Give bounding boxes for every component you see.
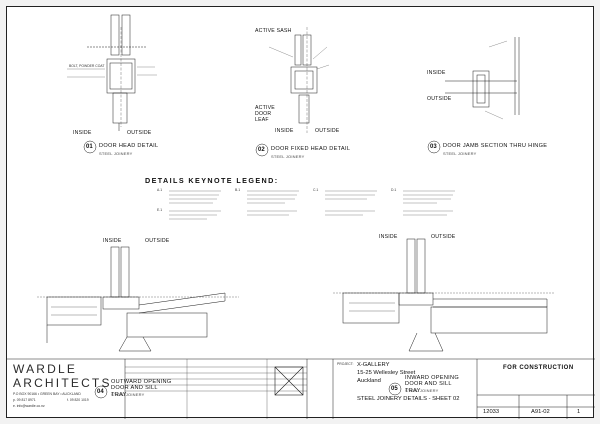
- detail-01-note: BOLT, POWDER COAT: [69, 64, 105, 68]
- legend-text-lines: [169, 190, 455, 220]
- practice-fax: f. 09 820 1019: [67, 398, 89, 402]
- practice-phone: p. 09 817 8971: [13, 398, 36, 402]
- practice-name-line1: WARDLE: [13, 362, 78, 376]
- detail-02-active-leaf-label: ACTIVE DOOR LEAF: [255, 105, 275, 123]
- detail-01-outside-label: OUTSIDE: [127, 130, 152, 136]
- detail-03-number: 03: [430, 144, 437, 150]
- detail-04-caption: OUTWARD OPENING DOOR AND SILL TRAY: [111, 379, 172, 398]
- detail-05-inside-label: INSIDE: [379, 234, 398, 240]
- detail-02-sub: STEEL JOINERY: [271, 154, 305, 159]
- detail-01-inside-label: INSIDE: [73, 130, 92, 136]
- status-label: FOR CONSTRUCTION: [503, 365, 574, 371]
- detail-05-caption: INWARD OPENING DOOR AND SILL TRAY: [405, 375, 460, 394]
- legend-title: DETAILS KEYNOTE LEGEND:: [145, 176, 279, 185]
- detail-02-number: 02: [258, 147, 265, 153]
- legend-key: A.1: [157, 188, 163, 192]
- legend-key: D.1: [391, 188, 397, 192]
- detail-05-drawing: [333, 238, 555, 352]
- detail-02-active-sash-label: ACTIVE SASH: [255, 28, 292, 34]
- sheet-title: STEEL JOINERY DETAILS - SHEET 02: [357, 396, 460, 402]
- drawing-sheet: BOLT, POWDER COAT INSIDE OUTSIDE 01 DOOR…: [6, 6, 595, 419]
- revision-number: 1: [577, 409, 581, 415]
- detail-01-drawing: [67, 14, 157, 131]
- detail-05-outside-label: OUTSIDE: [431, 234, 456, 240]
- project-city: Auckland: [357, 378, 381, 384]
- detail-03-caption: DOOR JAMB SECTION THRU HINGE: [443, 143, 548, 149]
- detail-02-inside-label: INSIDE: [275, 128, 294, 134]
- detail-02-caption: DOOR FIXED HEAD DETAIL: [271, 146, 351, 152]
- logo-mark: [274, 366, 304, 396]
- detail-03-outside-label: OUTSIDE: [427, 96, 452, 102]
- detail-04-outside-label: OUTSIDE: [145, 238, 170, 244]
- detail-03-inside-label: INSIDE: [427, 70, 446, 76]
- detail-05-sub: STEEL JOINERY: [405, 388, 439, 393]
- detail-04-sub: STEEL JOINERY: [111, 392, 145, 397]
- project-label: PROJECT:: [337, 362, 354, 366]
- detail-01-caption: DOOR HEAD DETAIL: [99, 143, 159, 149]
- detail-01-number: 01: [86, 144, 93, 150]
- detail-02-drawing: [268, 27, 330, 133]
- practice-address: P.O BOX 90166 • GREEN BAY • AUCKLAND: [13, 392, 81, 396]
- caption-bubbles: [83, 140, 441, 399]
- project-name: X-GALLERY: [357, 362, 390, 368]
- drawing-linework: [7, 14, 595, 419]
- detail-04-number: 04: [97, 389, 104, 395]
- practice-email: e. info@wardle.co.nz: [13, 404, 45, 408]
- legend-key: B.1: [235, 188, 241, 192]
- legend-key: E.1: [157, 208, 163, 212]
- detail-03-sub: STEEL JOINERY: [443, 151, 477, 156]
- drawing-number: A91-02: [531, 409, 550, 415]
- detail-04-inside-label: INSIDE: [103, 238, 122, 244]
- detail-02-outside-label: OUTSIDE: [315, 128, 340, 134]
- detail-03-drawing: [445, 37, 520, 120]
- legend-key: C.1: [313, 188, 319, 192]
- detail-01-sub: STEEL JOINERY: [99, 151, 133, 156]
- project-address: 15-25 Wellesley Street: [357, 370, 416, 376]
- practice-name-line2: ARCHITECTS: [13, 376, 112, 390]
- detail-04-drawing: [37, 246, 239, 352]
- detail-05-number: 05: [391, 386, 398, 392]
- job-number: 12033: [483, 409, 500, 415]
